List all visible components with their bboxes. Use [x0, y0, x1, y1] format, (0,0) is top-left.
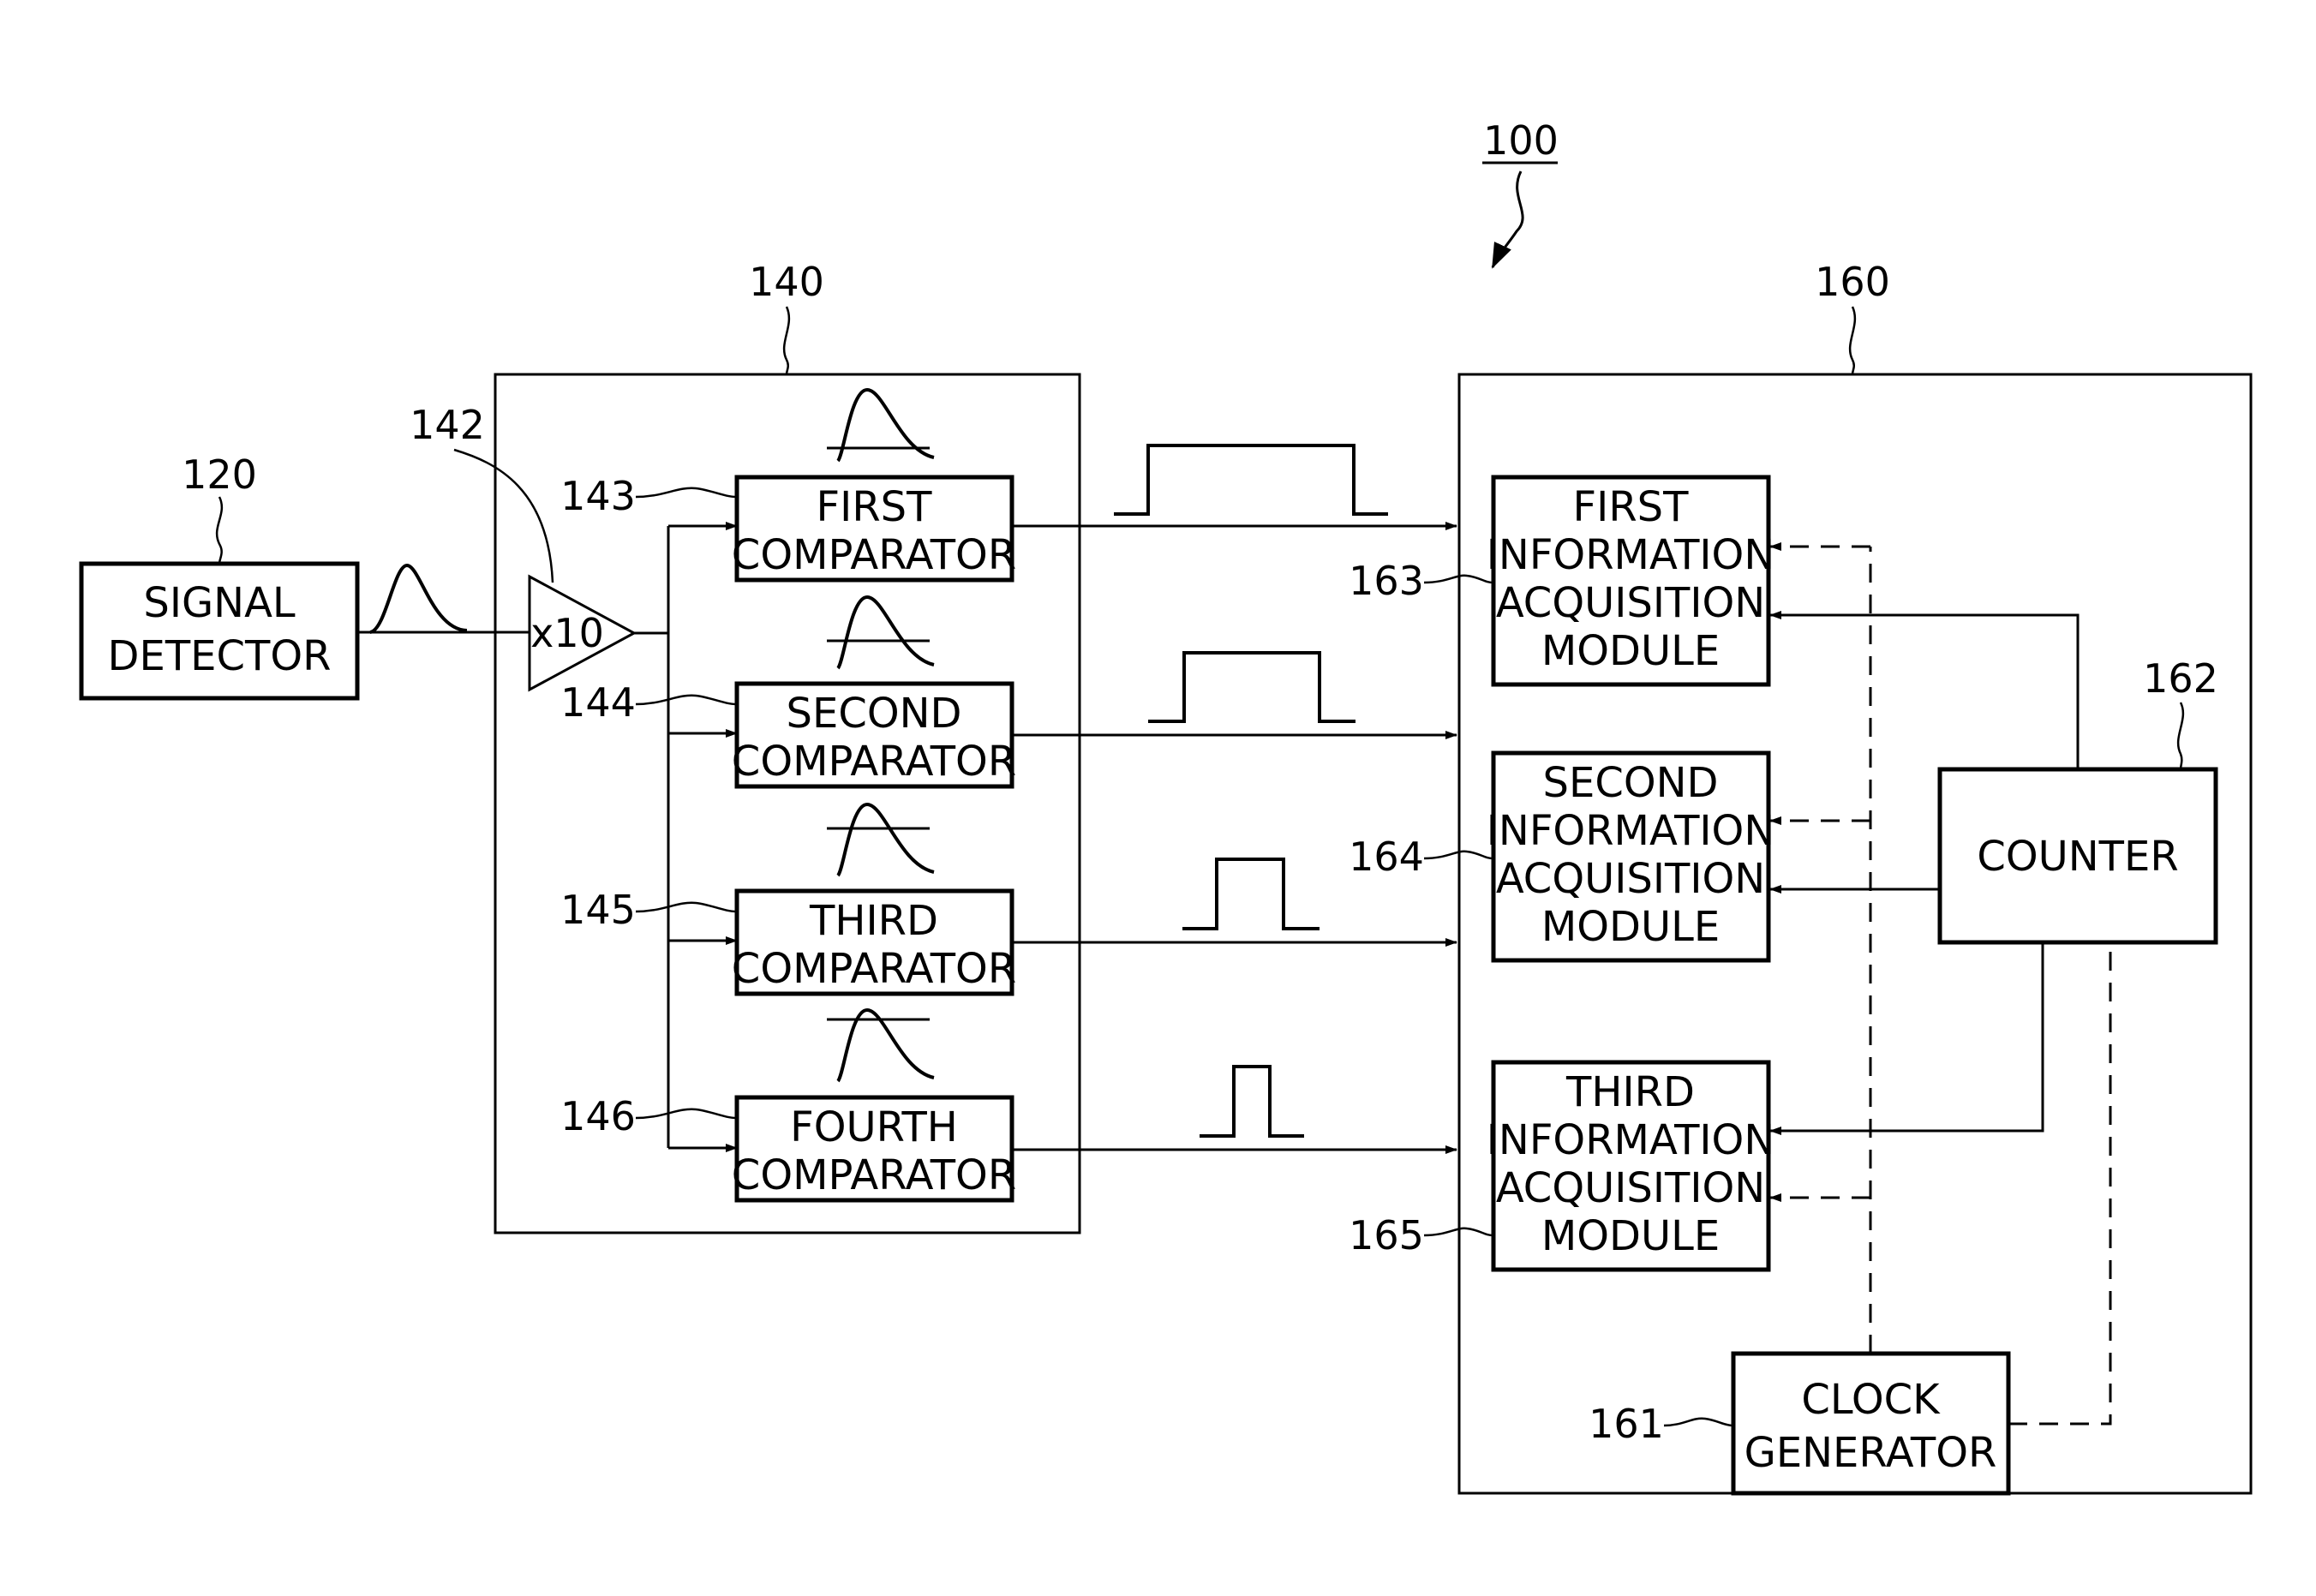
third-info-module: THIRD INFORMATION ACQUISITION MODULE — [1487, 1062, 1775, 1270]
clock-generator-leader — [1664, 1419, 1733, 1426]
first-info-module-line3: ACQUISITION — [1496, 579, 1765, 627]
third-info-module-line2: INFORMATION — [1487, 1116, 1775, 1164]
first-comparator-label-line2: COMPARATOR — [732, 531, 1016, 579]
first-comparator-ref: 143 — [560, 473, 636, 519]
clock-generator-ref: 161 — [1589, 1401, 1664, 1447]
output-pulse-4 — [1200, 1067, 1304, 1136]
counter-to-module-3-wire — [1770, 942, 2043, 1131]
fourth-comparator-ref: 146 — [560, 1093, 636, 1139]
fourth-comparator-label-line1: FOURTH — [790, 1103, 958, 1151]
signal-detector-label-line1: SIGNAL — [143, 579, 296, 627]
first-info-module-ref: 163 — [1349, 558, 1424, 604]
fourth-comparator: FOURTH COMPARATOR — [732, 1097, 1016, 1200]
second-info-module-line4: MODULE — [1541, 903, 1720, 951]
amplifier: x10 — [530, 577, 634, 690]
second-info-module-line1: SECOND — [1543, 759, 1719, 807]
second-comparator-label-line1: SECOND — [787, 690, 962, 738]
second-info-module-ref: 164 — [1349, 834, 1424, 880]
clock-generator-label-line1: CLOCK — [1801, 1376, 1941, 1424]
output-pulse-1 — [1114, 445, 1388, 514]
first-info-module-line2: INFORMATION — [1487, 531, 1775, 579]
first-info-module-line1: FIRST — [1573, 483, 1690, 531]
clock-generator: CLOCK GENERATOR — [1733, 1354, 2008, 1493]
output-pulse-3 — [1182, 859, 1320, 929]
system-ref-arrow — [1493, 171, 1523, 267]
first-comparator: FIRST COMPARATOR — [732, 477, 1016, 580]
third-comparator-leader — [636, 903, 737, 912]
counter-label: COUNTER — [1977, 833, 2178, 881]
third-info-module-line1: THIRD — [1565, 1068, 1695, 1116]
third-comparator-ref: 145 — [560, 887, 636, 933]
threshold-pulse-3 — [838, 804, 934, 876]
amplifier-ref: 142 — [410, 402, 485, 448]
third-info-module-line4: MODULE — [1541, 1212, 1720, 1260]
third-comparator-label-line2: COMPARATOR — [732, 945, 1016, 993]
second-info-module-line2: INFORMATION — [1487, 807, 1775, 855]
third-info-module-ref: 165 — [1349, 1212, 1424, 1258]
second-comparator-label-line2: COMPARATOR — [732, 738, 1016, 786]
first-info-module-line4: MODULE — [1541, 627, 1720, 675]
processing-block-ref: 160 — [1815, 259, 1890, 305]
clock-to-counter-wire — [2008, 942, 2110, 1424]
fourth-comparator-leader — [636, 1109, 737, 1118]
amplifier-leader — [454, 450, 553, 583]
signal-detector-ref: 120 — [182, 451, 257, 498]
amplifier-gain-label: x10 — [530, 610, 604, 656]
third-info-module-line3: ACQUISITION — [1496, 1164, 1765, 1212]
counter: COUNTER — [1940, 769, 2216, 942]
first-info-module: FIRST INFORMATION ACQUISITION MODULE — [1487, 477, 1775, 684]
signal-detector-label-line2: DETECTOR — [108, 632, 332, 680]
second-comparator-ref: 144 — [560, 679, 636, 726]
third-comparator-label-line1: THIRD — [809, 897, 938, 945]
counter-ref: 162 — [2143, 655, 2218, 702]
first-comparator-leader — [636, 488, 737, 497]
clock-dashed-lines — [1770, 547, 2110, 1424]
counter-to-module-1-wire — [1770, 615, 2078, 769]
counter-leader — [2178, 702, 2183, 769]
comparator-block-leader — [784, 307, 789, 374]
first-comparator-label-line1: FIRST — [817, 483, 933, 531]
output-pulse-2 — [1148, 653, 1355, 721]
second-comparator-leader — [636, 696, 737, 704]
third-comparator: THIRD COMPARATOR — [732, 891, 1016, 994]
fourth-comparator-label-line2: COMPARATOR — [732, 1151, 1016, 1199]
threshold-pulse-2 — [838, 597, 934, 668]
comparator-block-ref: 140 — [749, 259, 824, 305]
second-comparator: SECOND COMPARATOR — [732, 684, 1016, 786]
signal-detector-leader — [217, 497, 222, 564]
second-info-module: SECOND INFORMATION ACQUISITION MODULE — [1487, 753, 1775, 960]
input-pulse-waveform — [370, 565, 467, 632]
threshold-pulse-1 — [838, 390, 934, 461]
processing-block-leader — [1850, 307, 1855, 374]
signal-detector: SIGNAL DETECTOR — [81, 564, 357, 698]
system-ref-label: 100 — [1483, 117, 1559, 164]
second-info-module-line3: ACQUISITION — [1496, 855, 1765, 903]
clock-generator-label-line2: GENERATOR — [1744, 1429, 1997, 1477]
